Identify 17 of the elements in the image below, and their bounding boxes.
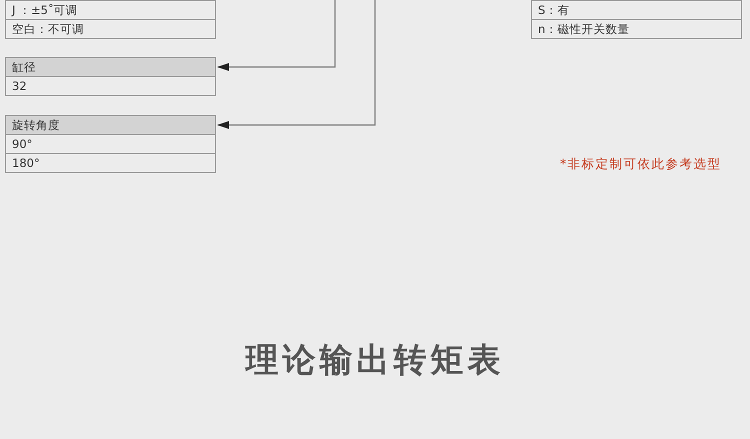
table-row: 空白：不可调 [6, 19, 215, 38]
table-row: 32 [6, 76, 215, 95]
table-row: 90° [6, 134, 215, 153]
table-header: 旋转角度 [6, 115, 215, 134]
spec-table [5, 0, 216, 39]
arrow [217, 0, 336, 71]
note: *非标定制可依此参考选型 [560, 156, 722, 173]
spec-table [5, 115, 216, 173]
spec-table [5, 57, 216, 96]
table-row: n：磁性开关数量 [532, 19, 741, 38]
spec-table [531, 0, 742, 39]
table-header: 缸径 [6, 57, 215, 76]
table-row: S：有 [532, 0, 741, 19]
title: 理论输出转矩表 [244, 339, 506, 381]
table-row: J ：±5˚可调 [6, 0, 215, 19]
table-row: 180° [6, 153, 215, 172]
arrow [217, 0, 376, 129]
